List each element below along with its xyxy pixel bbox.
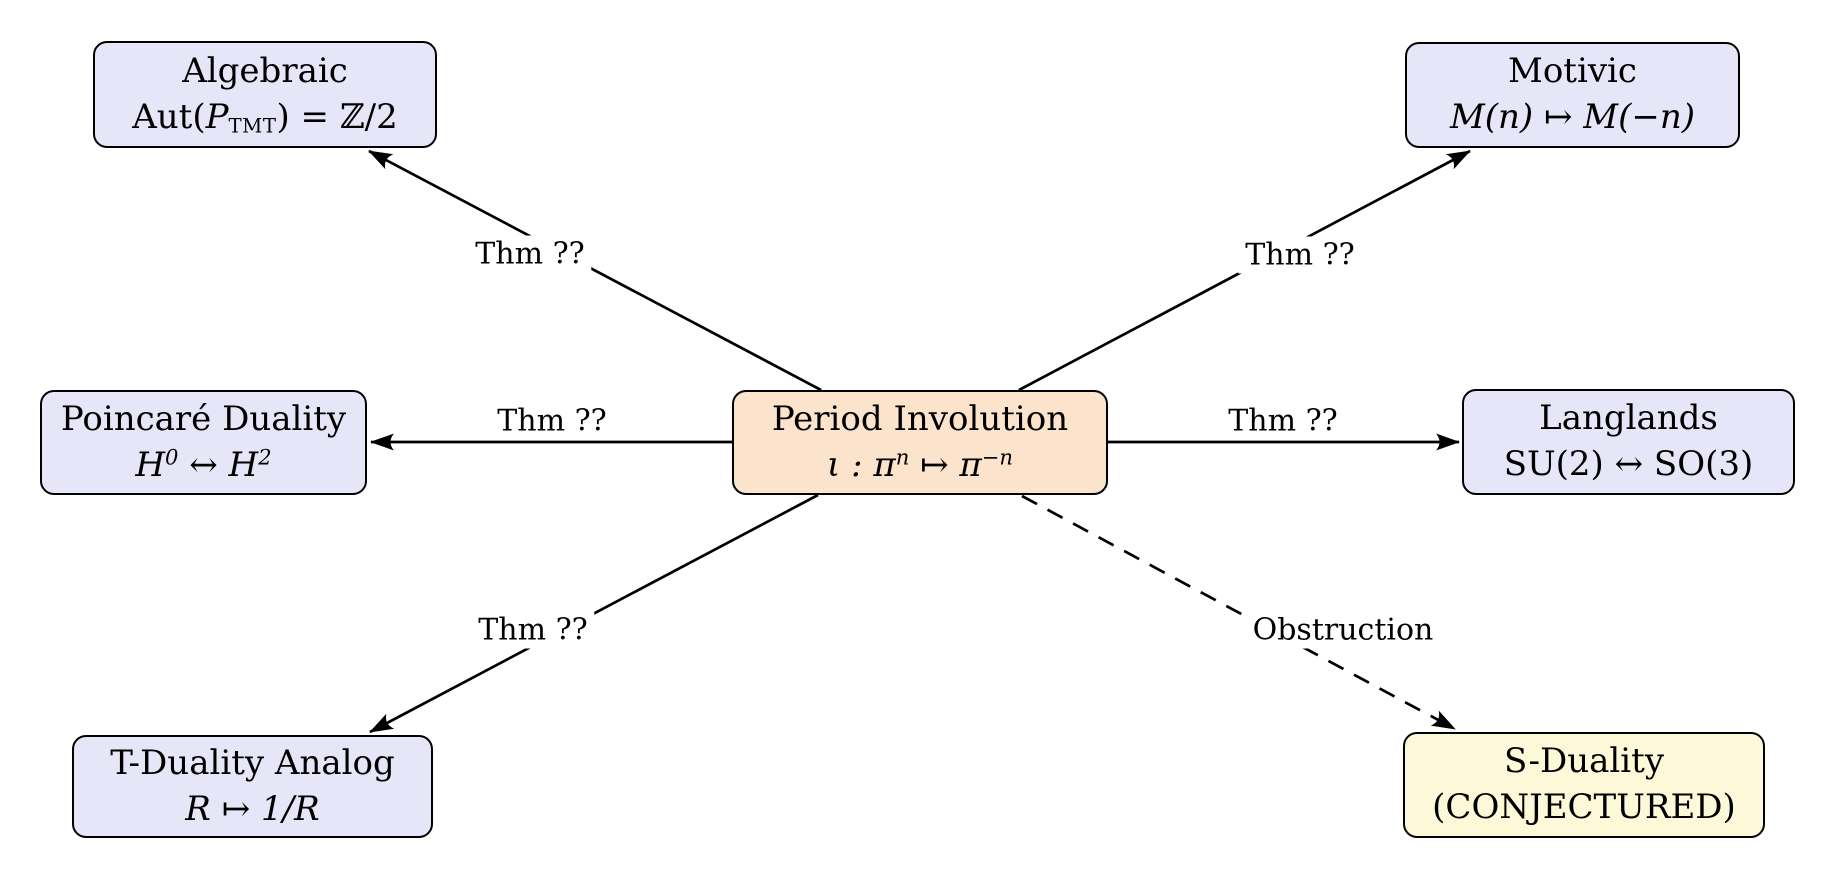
edge-center-to-sduality-dashed bbox=[1021, 494, 1456, 731]
node-poincare-title: Poincaré Duality bbox=[60, 398, 347, 439]
node-period-involution-title: Period Involution bbox=[771, 398, 1069, 439]
node-period-involution: Period Involution ι : πn ↦ π−n bbox=[732, 390, 1108, 495]
node-sduality-subtitle: (CONJECTURED) bbox=[1432, 787, 1736, 827]
edge-center-to-algebraic bbox=[368, 149, 822, 392]
edge-label-thm-motivic: Thm ?? bbox=[1238, 236, 1362, 274]
node-tduality-formula: R ↦ 1/R bbox=[185, 788, 320, 829]
calligraphic-p: P bbox=[205, 96, 229, 137]
node-sduality: S-Duality (CONJECTURED) bbox=[1403, 732, 1765, 838]
node-tduality: T-Duality Analog R ↦ 1/R bbox=[72, 735, 433, 838]
edge-label-thm-langlands: Thm ?? bbox=[1221, 402, 1345, 440]
node-algebraic-formula: Aut(PTMT) = ℤ/2 bbox=[132, 96, 398, 137]
node-motivic-title: Motivic bbox=[1508, 51, 1637, 92]
node-sduality-title: S-Duality bbox=[1503, 741, 1665, 782]
node-period-involution-formula: ι : πn ↦ π−n bbox=[826, 443, 1014, 485]
node-tduality-title: T-Duality Analog bbox=[110, 742, 395, 783]
edge-label-thm-poincare: Thm ?? bbox=[490, 402, 614, 440]
node-poincare: Poincaré Duality H0 ↔ H2 bbox=[40, 390, 367, 495]
node-langlands: Langlands SU(2) ↔ SO(3) bbox=[1462, 389, 1795, 495]
edge-label-thm-tduality: Thm ?? bbox=[471, 611, 595, 649]
node-motivic-formula: M(n) ↦ M(−n) bbox=[1449, 97, 1696, 137]
node-algebraic-title: Algebraic bbox=[182, 50, 348, 91]
edge-label-thm-algebraic: Thm ?? bbox=[468, 235, 592, 273]
node-langlands-title: Langlands bbox=[1539, 398, 1718, 439]
node-motivic: Motivic M(n) ↦ M(−n) bbox=[1405, 42, 1740, 148]
node-poincare-formula: H0 ↔ H2 bbox=[135, 443, 272, 485]
edge-label-obstruction: Obstruction bbox=[1245, 611, 1441, 649]
node-langlands-formula: SU(2) ↔ SO(3) bbox=[1503, 444, 1754, 484]
node-algebraic: Algebraic Aut(PTMT) = ℤ/2 bbox=[93, 41, 437, 148]
